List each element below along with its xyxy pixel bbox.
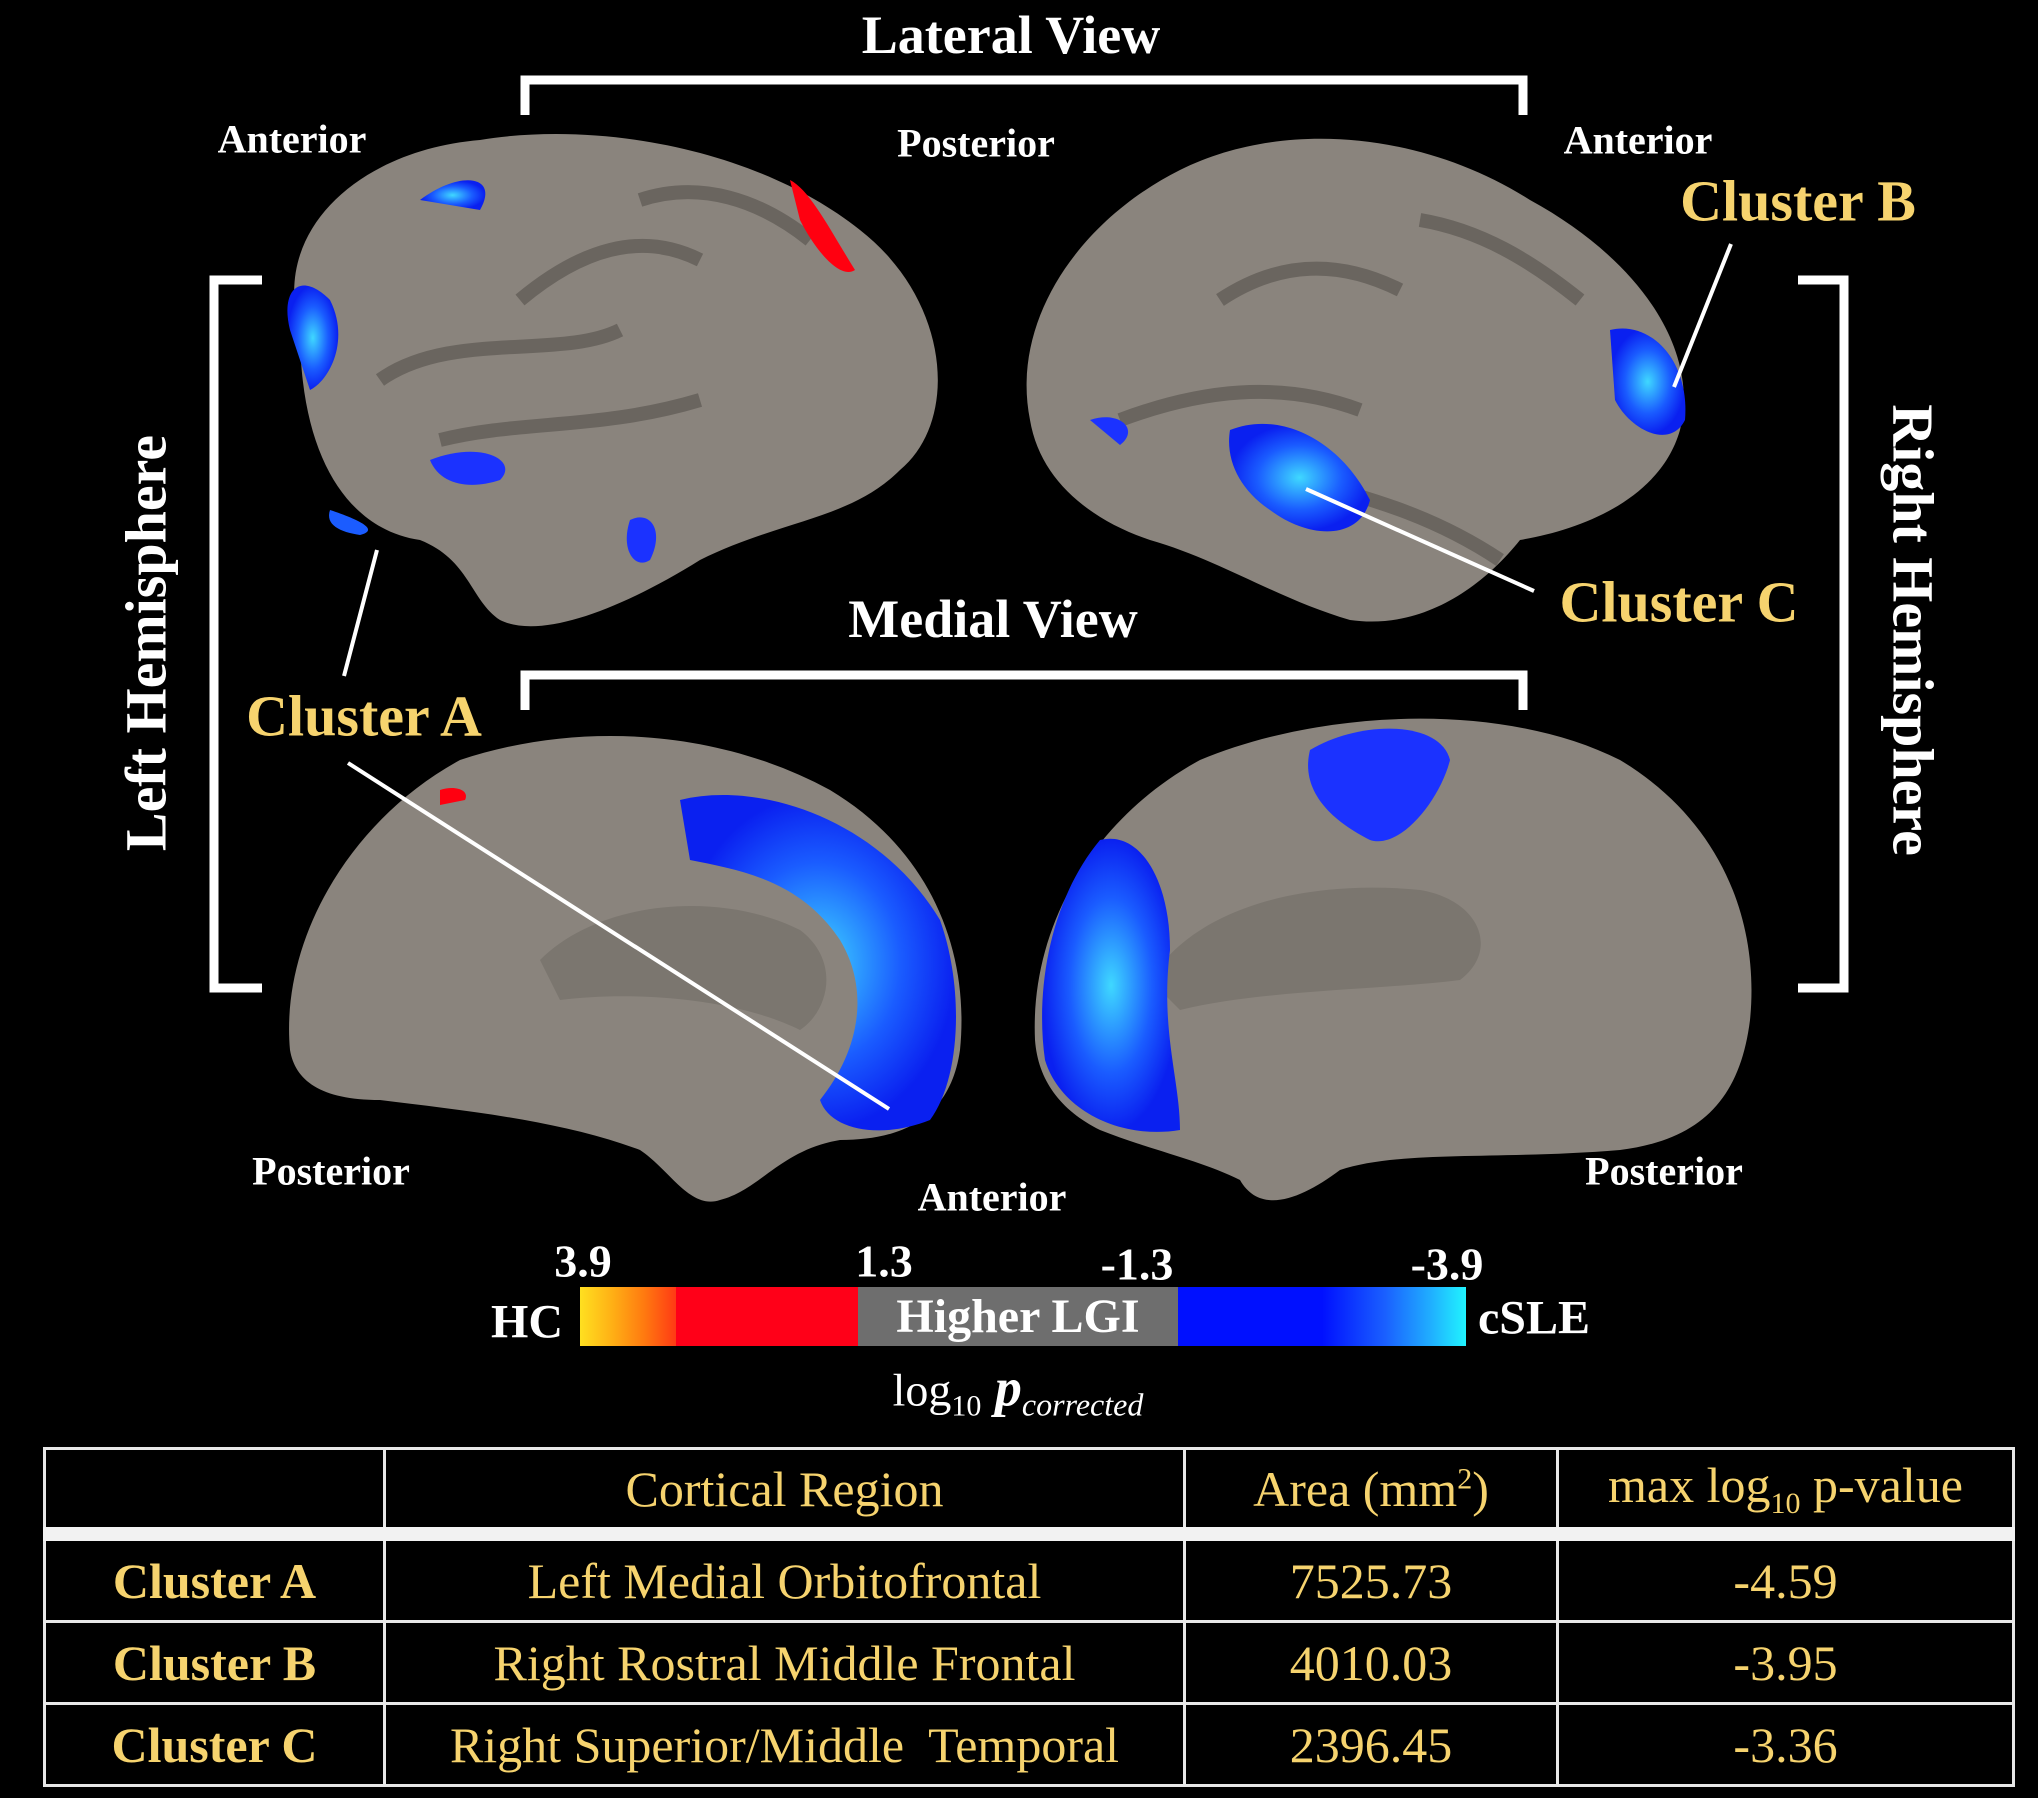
table-header-region: Cortical Region [383, 1447, 1186, 1541]
colorbar-axis-label: log10 pcorrected [892, 1357, 1144, 1423]
brain-medial-left [289, 736, 962, 1202]
colorbar-right-label: cSLE [1477, 1291, 1591, 1345]
pvalue-cell: -3.95 [1556, 1620, 2015, 1705]
table-header-area: Area (mm2) [1183, 1447, 1559, 1541]
colorbar-segment-yellow-orange [580, 1287, 676, 1346]
cluster-a-pointer-lateral [342, 549, 379, 677]
cluster-cell: Cluster B [43, 1620, 386, 1705]
cluster-c-label: Cluster C [1559, 569, 1799, 635]
colorbar-center-label: Higher LGI [896, 1290, 1140, 1343]
colorbar-tick: 3.9 [554, 1235, 612, 1287]
table-row: Cluster B Right Rostral Middle Frontal 4… [43, 1620, 2015, 1705]
cluster-cell: Cluster C [43, 1702, 386, 1787]
cluster-a-label: Cluster A [246, 683, 482, 749]
area-cell: 2396.45 [1183, 1702, 1559, 1787]
table-header-pvalue: max log10 p-value [1556, 1447, 2015, 1541]
area-cell: 7525.73 [1183, 1532, 1559, 1623]
pvalue-cell: -3.36 [1556, 1702, 2015, 1787]
region-cell: Left Medial Orbitofrontal [383, 1532, 1186, 1623]
brain-lateral-right [1026, 138, 1686, 622]
area-cell: 4010.03 [1183, 1620, 1559, 1705]
colorbar-tick: -3.9 [1410, 1238, 1484, 1290]
table-row: Cluster A Left Medial Orbitofrontal 7525… [43, 1532, 2015, 1623]
cluster-b-label: Cluster B [1680, 168, 1916, 234]
medial-view-title: Medial View [848, 589, 1138, 649]
medial-anterior-label: Anterior [917, 1174, 1067, 1220]
table-header-blank [43, 1447, 386, 1541]
left-hemisphere-label: Left Hemisphere [113, 434, 179, 852]
left-hemisphere-bracket [209, 275, 262, 993]
region-cell: Right Rostral Middle Frontal [383, 1620, 1186, 1705]
colorbar-segment-gray: Higher LGI [858, 1287, 1178, 1346]
lateral-posterior-label: Posterior [897, 120, 1055, 166]
lateral-view-title: Lateral View [861, 5, 1161, 65]
region-cell: Right Superior/Middle Temporal [383, 1702, 1186, 1787]
colorbar-left-label: HC [491, 1295, 563, 1349]
colorbar-segment-red [676, 1287, 858, 1346]
pvalue-cell: -4.59 [1556, 1532, 2015, 1623]
lateral-right-anterior-label: Anterior [1563, 117, 1713, 163]
brain-lateral-left [287, 134, 938, 627]
right-hemisphere-label: Right Hemisphere [1880, 404, 1946, 856]
colorbar-tick: 1.3 [855, 1235, 913, 1287]
cluster-a-pointer-medial [346, 761, 891, 1111]
right-hemisphere-bracket [1798, 275, 1849, 993]
lateral-view-bracket [520, 75, 1528, 115]
cluster-c-pointer [1305, 487, 1535, 593]
medial-left-posterior-label: Posterior [252, 1148, 410, 1194]
colorbar-segment-blue [1178, 1287, 1466, 1346]
medial-right-posterior-label: Posterior [1585, 1148, 1743, 1194]
table-header-row: Cortical Region Area (mm2) max log10 p-v… [43, 1447, 2015, 1541]
cluster-b-pointer [1672, 243, 1733, 388]
lateral-left-anterior-label: Anterior [217, 116, 367, 162]
results-table: Cortical Region Area (mm2) max log10 p-v… [43, 1447, 2015, 1787]
cluster-cell: Cluster A [43, 1532, 386, 1623]
colorbar-tick: -1.3 [1100, 1238, 1174, 1290]
table-row: Cluster C Right Superior/Middle Temporal… [43, 1702, 2015, 1787]
brain-medial-right [1034, 718, 1752, 1201]
medial-view-bracket [520, 670, 1528, 710]
